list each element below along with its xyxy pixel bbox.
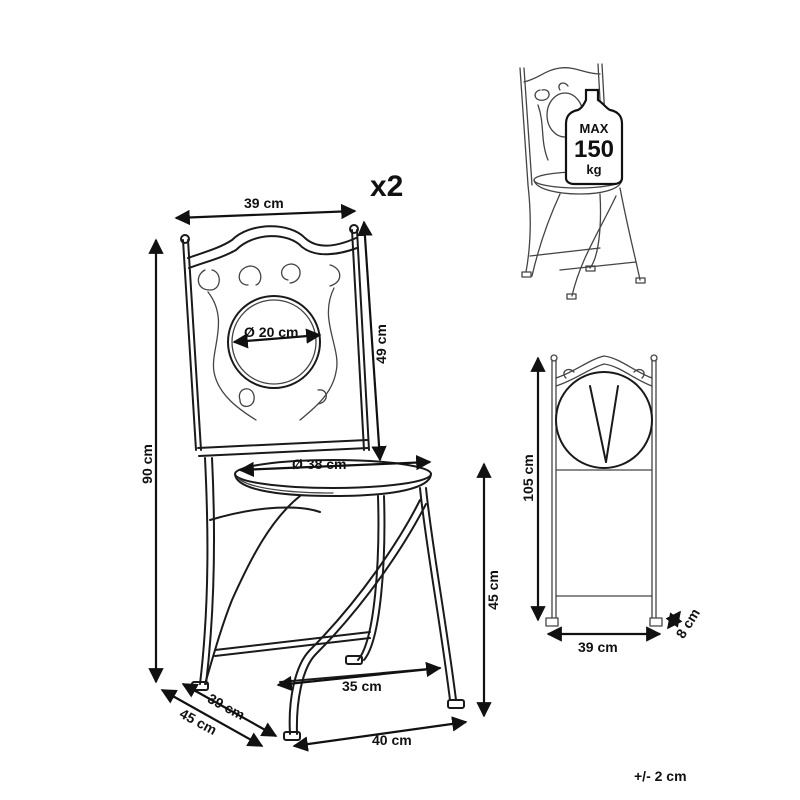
dim-line-backrest-width <box>174 203 357 226</box>
tolerance-note: +/- 2 cm <box>634 768 687 784</box>
dim-line-leg-spread <box>276 661 442 692</box>
folded-dimensions: 105 cm 39 cm 8 cm <box>520 356 703 655</box>
label-folded-depth: 8 cm <box>673 606 703 642</box>
max-load-line1: MAX <box>580 121 609 136</box>
label-leg-spread: 35 cm <box>342 678 382 694</box>
max-load-unit: kg <box>586 162 601 177</box>
weight-bottle-icon <box>564 88 624 186</box>
label-total-height: 90 cm <box>139 444 155 484</box>
label-seat-diameter: Ø 38 cm <box>292 456 346 472</box>
dim-line-base-depth-outer <box>160 689 264 747</box>
label-seat-height: 45 cm <box>485 570 501 610</box>
quantity-label: x2 <box>370 170 403 203</box>
label-backrest-circle: Ø 20 cm <box>244 324 298 340</box>
label-folded-height: 105 cm <box>520 454 536 501</box>
dim-line-base-width <box>292 716 468 752</box>
load-chair-drawing <box>519 63 646 300</box>
dim-line-seat-diameter <box>238 454 432 478</box>
label-backrest-height: 49 cm <box>373 324 389 364</box>
max-load-value: 150 <box>574 136 614 163</box>
dim-line-backrest-circle <box>232 328 322 349</box>
main-chair-drawing <box>180 224 465 741</box>
dim-line-folded-depth <box>665 610 683 630</box>
main-dimensions <box>148 203 492 752</box>
dim-line-backrest-height <box>357 220 387 462</box>
label-base-width: 40 cm <box>372 732 412 748</box>
folded-chair-drawing <box>545 354 663 627</box>
label-backrest-width: 39 cm <box>244 195 284 211</box>
max-load-badge: MAX 150 kg <box>564 88 624 186</box>
label-folded-width: 39 cm <box>578 639 618 655</box>
